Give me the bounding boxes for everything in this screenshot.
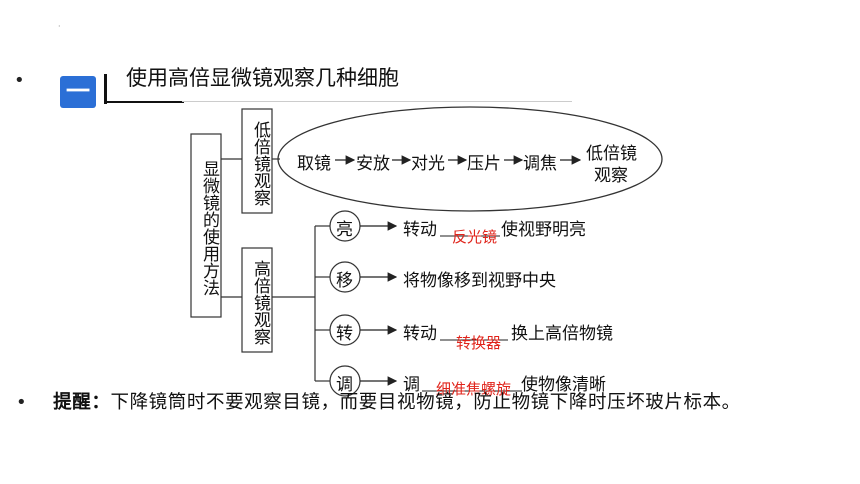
root-label: 显微镜的使用方法 bbox=[199, 159, 219, 296]
row-suffix: 使物像清晰 bbox=[521, 375, 606, 395]
tip-label: 提醒： bbox=[53, 392, 111, 413]
step-label: 调焦 bbox=[523, 154, 557, 174]
row-prefix: 将物像移到视野中央 bbox=[403, 271, 556, 291]
step-label: 安放 bbox=[356, 154, 390, 174]
title-underline bbox=[106, 101, 184, 103]
low-box bbox=[241, 108, 273, 214]
key-label: 转 bbox=[336, 324, 353, 344]
bullet: • bbox=[14, 70, 25, 91]
dot-mark: · bbox=[58, 22, 61, 31]
row-answer: 反光镜 bbox=[452, 228, 498, 246]
key-label: 移 bbox=[336, 271, 353, 291]
root-box bbox=[190, 133, 222, 318]
high-box bbox=[241, 247, 273, 353]
step-label: 取镜 bbox=[297, 154, 331, 174]
row-prefix: 转动 bbox=[403, 324, 437, 344]
step-label: 压片 bbox=[467, 154, 501, 174]
key-label: 亮 bbox=[336, 220, 353, 240]
section-badge: 一 bbox=[60, 76, 96, 108]
row-prefix: 调 bbox=[403, 375, 420, 395]
row-suffix: 使视野明亮 bbox=[501, 220, 586, 240]
step-end-line2: 观察 bbox=[594, 166, 628, 186]
row-answer: 转换器 bbox=[456, 334, 502, 352]
step-label: 对光 bbox=[411, 154, 445, 174]
tip-text: 下降镜筒时不要观察目镜，而要目视物镜，防止物镜下降时压坏玻片标本。 bbox=[110, 392, 741, 413]
row-prefix: 转动 bbox=[403, 220, 437, 240]
title-rule bbox=[182, 101, 572, 102]
tip-paragraph: • 提醒：下降镜筒时不要观察目镜，而要目视物镜，防止物镜下降时压坏玻片标本。 bbox=[16, 388, 842, 417]
high-label: 高倍镜观察 bbox=[250, 259, 270, 345]
key-label: 调 bbox=[336, 375, 353, 395]
row-answer: 细准焦螺旋 bbox=[436, 380, 512, 398]
row-suffix: 换上高倍物镜 bbox=[511, 324, 613, 344]
bullet: • bbox=[16, 392, 28, 413]
step-end-line1: 低倍镜 bbox=[586, 144, 637, 164]
low-label: 低倍镜观察 bbox=[250, 120, 270, 206]
section-title: 使用高倍显微镜观察几种细胞 bbox=[126, 66, 399, 90]
title-bar bbox=[104, 74, 107, 104]
